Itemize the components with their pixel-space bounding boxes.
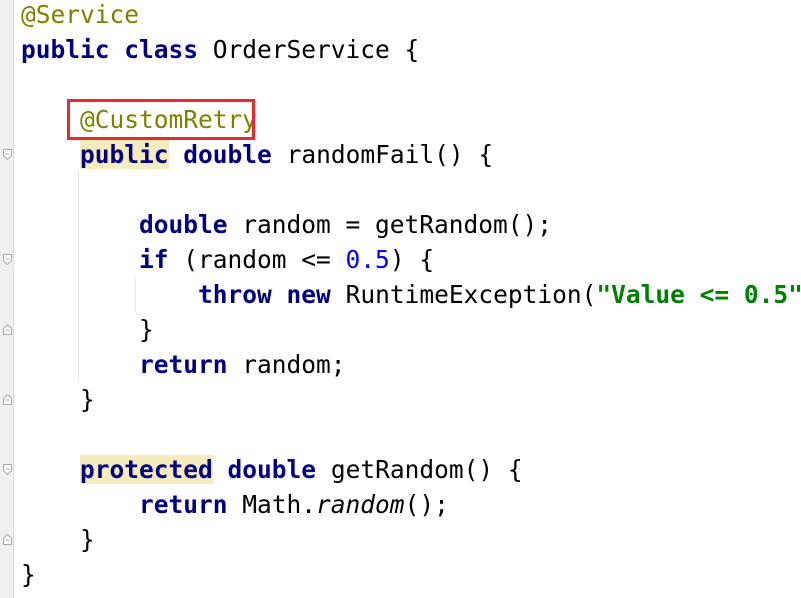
code-line[interactable]: if (random <= 0.5) { [21,242,434,277]
code-token: throw [198,280,272,309]
code-token: } [21,560,36,589]
code-token: } [21,315,154,344]
code-line[interactable]: @Service [21,0,139,32]
code-line[interactable]: } [21,312,154,347]
editor-gutter [0,0,13,598]
code-line[interactable]: double random = getRandom(); [21,207,552,242]
code-token: @Service [21,0,140,29]
code-token: class [124,35,199,64]
code-token: return [139,350,228,379]
code-token: double [183,140,272,169]
code-line[interactable]: protected double getRandom() { [21,452,523,487]
code-token: Math. [227,490,317,519]
code-token [21,455,80,484]
gutter-divider [13,0,14,598]
code-token [169,140,184,169]
code-token: new [286,280,331,309]
code-token: OrderService { [198,35,420,64]
code-token [110,35,125,64]
code-token: public [80,140,169,169]
fold-open-icon[interactable] [3,149,12,160]
code-token [21,490,139,519]
code-line[interactable]: public class OrderService { [21,32,419,67]
fold-close-icon[interactable] [3,324,12,335]
code-line[interactable]: public double randomFail() { [21,137,493,172]
code-token [21,350,139,379]
code-line[interactable]: return random; [21,347,346,382]
code-line[interactable]: } [21,522,95,557]
code-token: "Value <= 0.5" [596,280,801,309]
fold-open-icon[interactable] [3,254,12,265]
code-token [213,455,228,484]
code-line[interactable]: @CustomRetry [21,102,257,137]
code-token [21,245,139,274]
code-token: return [139,490,228,519]
code-line[interactable]: throw new RuntimeException("Value <= 0.5… [21,277,801,312]
code-token: if [139,245,169,274]
code-token: double [227,455,317,484]
code-token: 0.5 [345,245,390,274]
indent-guide [135,277,136,312]
code-line[interactable]: } [21,382,95,417]
custom-retry-highlight-box [67,99,255,140]
code-token: (random <= [168,245,346,274]
code-token: getRandom() { [316,455,523,484]
code-token: double [139,210,228,239]
indent-guide [78,172,79,382]
code-token: random [316,490,405,519]
code-token: (); [404,490,449,519]
fold-open-icon[interactable] [3,464,12,475]
code-line[interactable]: return Math.random(); [21,487,449,522]
code-token: RuntimeException( [330,280,597,309]
code-token: randomFail() { [271,140,494,169]
code-token: protected [80,455,213,484]
code-token: random = getRandom(); [227,210,553,239]
code-token: } [21,525,95,554]
code-token: @CustomRetry [80,105,258,134]
code-token: } [21,385,95,414]
fold-close-icon[interactable] [3,534,12,545]
code-token: ) { [389,245,435,274]
code-token [21,280,198,309]
code-token: public [21,35,110,64]
code-token: random; [227,350,346,379]
code-token [21,140,80,169]
code-line[interactable]: } [21,557,36,592]
code-token [21,210,139,239]
fold-close-icon[interactable] [3,394,12,405]
code-token [272,280,287,309]
